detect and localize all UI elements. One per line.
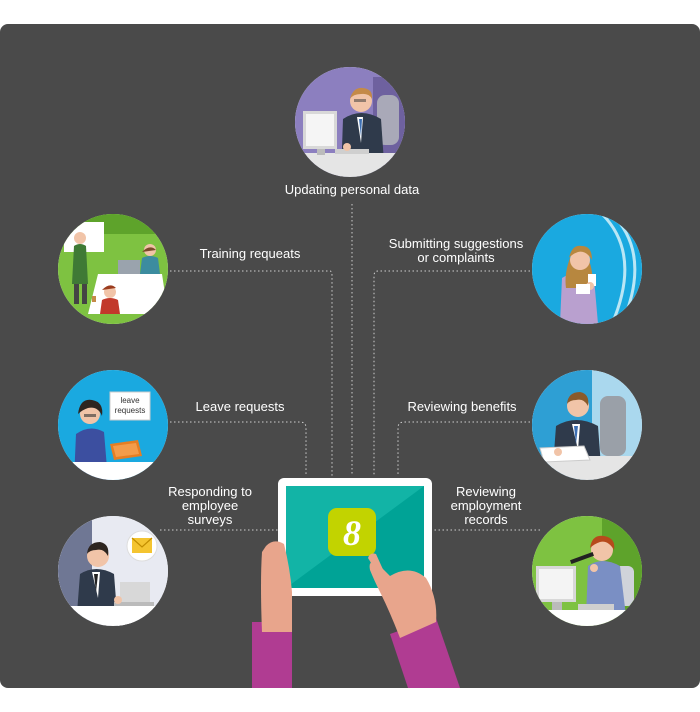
label-submitting-suggestions: Submitting suggestions or complaints xyxy=(388,236,524,265)
svg-text:requests: requests xyxy=(115,406,146,415)
label-leave-requests: Leave requests xyxy=(195,399,285,414)
label-reviewing-benefits: Reviewing benefits xyxy=(407,399,517,414)
label-training-requests: Training requeats xyxy=(199,246,301,261)
diagram-panel: Updating personal data Training requeats… xyxy=(0,24,700,688)
tablet-illustration: 8 xyxy=(240,472,470,688)
connector-lines xyxy=(160,204,540,531)
reviewing-benefits-illustration xyxy=(532,370,642,480)
label-responding-surveys: Responding to employee surveys xyxy=(168,484,252,527)
suggestions-illustration xyxy=(532,214,642,324)
training-requests-illustration xyxy=(58,214,168,324)
app-icon[interactable] xyxy=(328,508,376,556)
label-updating-personal-data: Updating personal data xyxy=(284,182,420,197)
employment-records-illustration xyxy=(532,516,642,626)
leave-requests-illustration: leave requests xyxy=(58,370,168,480)
label-reviewing-records: Reviewing employment records xyxy=(450,484,522,527)
leave-requests-sign-text: leave xyxy=(120,396,140,405)
updating-personal-data-illustration xyxy=(295,67,405,177)
employee-surveys-illustration xyxy=(58,516,168,626)
app-icon-label: 8 xyxy=(343,513,361,553)
